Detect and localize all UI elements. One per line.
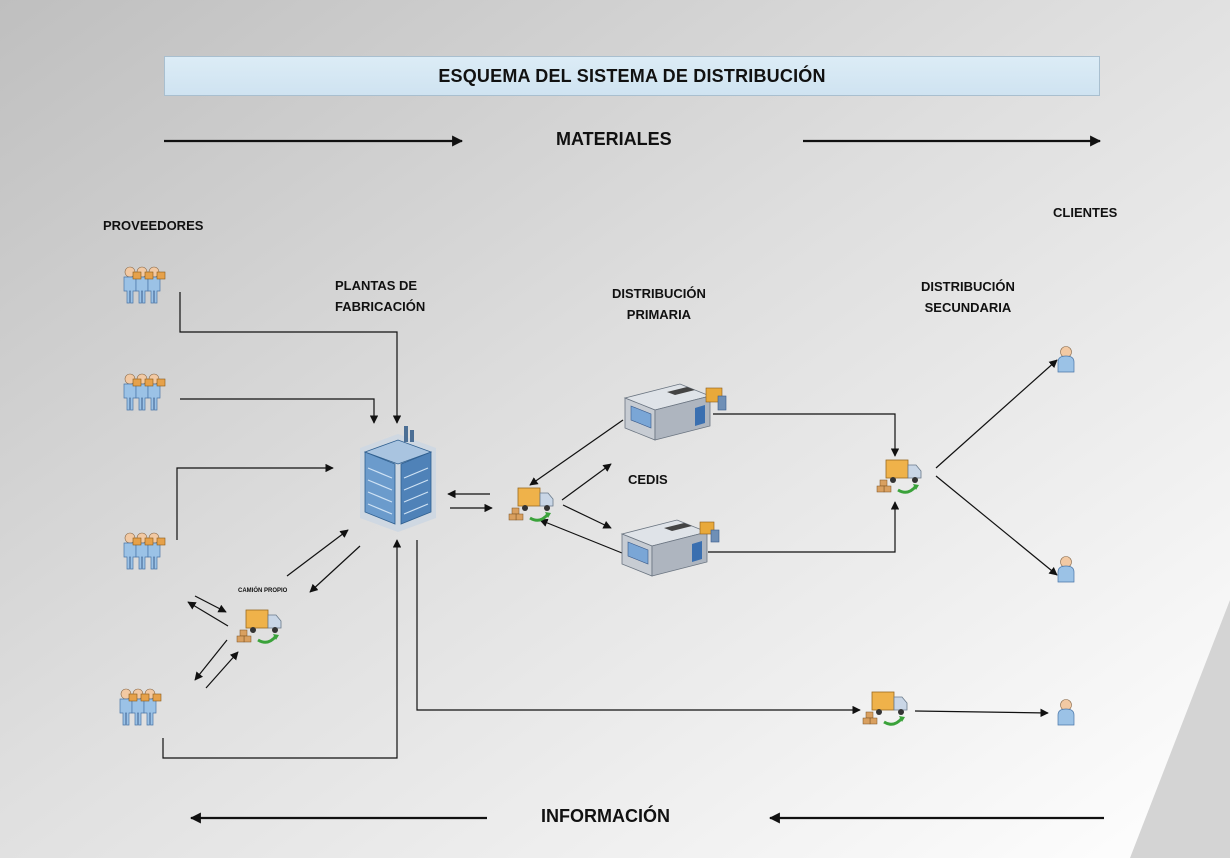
- connector-plant-direct-truck: [416, 540, 861, 715]
- connector-supplier4-truck: [205, 651, 239, 689]
- connector-warehouse1-truck: [529, 419, 624, 486]
- plants-label-line1: PLANTAS DE: [335, 278, 418, 293]
- connector-secondary-client1: [935, 359, 1058, 469]
- factory-building-icon: [360, 426, 436, 532]
- clients-label: CLIENTES: [1053, 205, 1118, 220]
- connector-supplier2-plant: [180, 398, 379, 424]
- connector-truck-warehouse2: [562, 504, 612, 529]
- connector-supplier1-plant: [179, 292, 402, 424]
- connector-supplier4-plant: [162, 539, 402, 759]
- connector-supplier3-truck: [194, 595, 227, 613]
- diagram-title: ESQUEMA DEL SISTEMA DE DISTRIBUCIÓN: [164, 56, 1100, 96]
- secondary-label-line1: DISTRIBUCIÓN: [921, 279, 1015, 294]
- materials-label: MATERIALES: [556, 129, 672, 149]
- connector-truck-supplier3: [187, 601, 229, 627]
- connector-plant-truck: [309, 545, 361, 593]
- suppliers-label: PROVEEDORES: [103, 218, 204, 233]
- forklift-2-icon: [699, 521, 720, 543]
- primary-label-line1: DISTRIBUCIÓN: [612, 286, 706, 301]
- connector-supplier3-plant: [176, 463, 334, 540]
- connector-truck-plant: [286, 529, 349, 577]
- connector-direct-truck-client3: [914, 708, 1049, 718]
- connector-truck-warehouse1: [561, 463, 612, 501]
- forklift-1-icon: [705, 387, 727, 411]
- primary-distribution-label: DISTRIBUCIÓN PRIMARIA: [612, 283, 706, 325]
- cedis-label: CEDIS: [628, 472, 668, 487]
- plants-label-line2: FABRICACIÓN: [335, 299, 426, 314]
- secondary-distribution-label: DISTRIBUCIÓN SECUNDARIA: [921, 276, 1015, 318]
- information-label: INFORMACIÓN: [541, 806, 670, 826]
- connector-warehouse2-secondary: [708, 501, 900, 553]
- connector-truck-supplier4: [194, 639, 228, 681]
- connector-warehouse1-secondary: [713, 413, 900, 457]
- own-truck-label: CAMIÓN PROPIO: [238, 588, 288, 594]
- plants-label: PLANTAS DE FABRICACIÓN: [335, 275, 425, 317]
- connector-secondary-client2: [935, 475, 1058, 576]
- corner-fold: [1130, 600, 1230, 858]
- secondary-label-line2: SECUNDARIA: [924, 300, 1012, 315]
- primary-label-line2: PRIMARIA: [626, 307, 692, 322]
- connector-warehouse2-truck: [539, 518, 623, 554]
